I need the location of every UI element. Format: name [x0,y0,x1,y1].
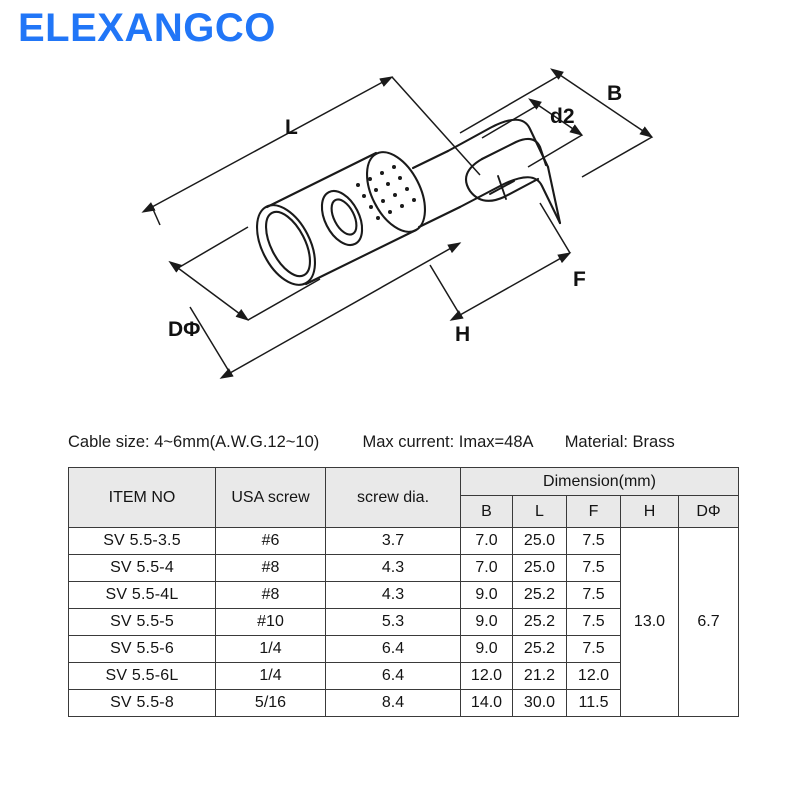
cell-b: 9.0 [460,635,513,663]
terminal-body-outline [255,149,462,286]
col-header-usa-screw: USA screw [215,467,326,528]
cell-usa-screw: 1/4 [215,662,326,690]
cell-item-no: SV 5.5-6L [68,662,216,690]
cell-f: 7.5 [566,608,621,636]
cell-f: 7.5 [566,635,621,663]
specification-table: ITEM NO USA screw screw dia. Dimension(m… [68,467,739,717]
dimension-label-Dphi: DΦ [168,318,200,341]
cell-screw-dia: 8.4 [325,689,461,717]
cell-screw-dia: 6.4 [325,662,461,690]
cell-usa-screw: #10 [215,608,326,636]
spec-info-line: Cable size: 4~6mm(A.W.G.12~10) Max curre… [68,433,758,452]
cell-l: 30.0 [512,689,567,717]
cell-l: 25.0 [512,554,567,582]
cell-h-merged: 13.0 [620,527,679,717]
cell-usa-screw: #8 [215,554,326,582]
cell-l: 25.2 [512,608,567,636]
cell-b: 9.0 [460,608,513,636]
table-row: SV 5.5-4L #8 4.3 9.0 25.2 7.5 [68,581,739,609]
cell-screw-dia: 4.3 [325,581,461,609]
cell-b: 7.0 [460,554,513,582]
specification-table-body: SV 5.5-3.5 #6 3.7 7.0 25.0 7.5 13.0 6.7 … [68,527,739,717]
table-row: SV 5.5-5 #10 5.3 9.0 25.2 7.5 [68,608,739,636]
dimension-label-d2: d2 [550,105,575,128]
cell-item-no: SV 5.5-3.5 [68,527,216,555]
table-row: SV 5.5-8 5/16 8.4 14.0 30.0 11.5 [68,689,739,717]
crimp-texture-dots [356,165,416,220]
cell-b: 12.0 [460,662,513,690]
cell-f: 7.5 [566,581,621,609]
table-row: SV 5.5-6 1/4 6.4 9.0 25.2 7.5 [68,635,739,663]
cell-l: 25.0 [512,527,567,555]
cell-l: 25.2 [512,581,567,609]
dimension-label-H: H [455,323,470,346]
dimension-label-L: L [285,116,298,139]
cell-item-no: SV 5.5-8 [68,689,216,717]
max-current-text: Max current: Imax=48A [362,433,534,451]
col-header-h: H [620,495,679,528]
col-header-dimension-group: Dimension(mm) [460,467,739,496]
cell-screw-dia: 6.4 [325,635,461,663]
col-header-screw-dia: screw dia. [325,467,461,528]
table-row: SV 5.5-6L 1/4 6.4 12.0 21.2 12.0 [68,662,739,690]
cell-screw-dia: 5.3 [325,608,461,636]
cell-item-no: SV 5.5-5 [68,608,216,636]
dimension-label-B: B [607,82,622,105]
dimension-lines [141,68,654,379]
cell-f: 7.5 [566,527,621,555]
cell-usa-screw: 5/16 [215,689,326,717]
brand-logo: ELEXANGCO [18,6,276,50]
cell-l: 21.2 [512,662,567,690]
cell-l: 25.2 [512,635,567,663]
cell-screw-dia: 3.7 [325,527,461,555]
cell-usa-screw: 1/4 [215,635,326,663]
table-header-row-sub: B L F H DΦ [69,495,739,528]
col-header-b: B [460,495,513,528]
cable-size-text: Cable size: 4~6mm(A.W.G.12~10) [68,433,320,451]
table-header-row-top: ITEM NO USA screw screw dia. Dimension(m… [68,467,739,528]
cell-f: 11.5 [566,689,621,717]
cell-b: 7.0 [460,527,513,555]
specification-table-wrapper: ITEM NO USA screw screw dia. Dimension(m… [68,467,739,717]
table-row: SV 5.5-4 #8 4.3 7.0 25.0 7.5 [68,554,739,582]
col-header-item-no: ITEM NO [68,467,216,528]
col-header-f: F [566,495,621,528]
table-row: SV 5.5-3.5 #6 3.7 7.0 25.0 7.5 13.0 6.7 [68,527,739,717]
cell-usa-screw: #6 [215,527,326,555]
cell-b: 14.0 [460,689,513,717]
dimension-label-F: F [573,268,586,291]
cell-f: 7.5 [566,554,621,582]
center-cross-mark [489,175,515,200]
cell-screw-dia: 4.3 [325,554,461,582]
col-header-dphi: DΦ [678,495,739,528]
cell-usa-screw: #8 [215,581,326,609]
cell-f: 12.0 [566,662,621,690]
cell-item-no: SV 5.5-4L [68,581,216,609]
material-text: Material: Brass [564,433,675,451]
cell-dphi-merged: 6.7 [678,527,739,717]
product-technical-drawing: L DΦ B d2 F H [130,55,670,385]
cell-b: 9.0 [460,581,513,609]
col-header-l: L [512,495,567,528]
cell-item-no: SV 5.5-4 [68,554,216,582]
cell-item-no: SV 5.5-6 [68,635,216,663]
